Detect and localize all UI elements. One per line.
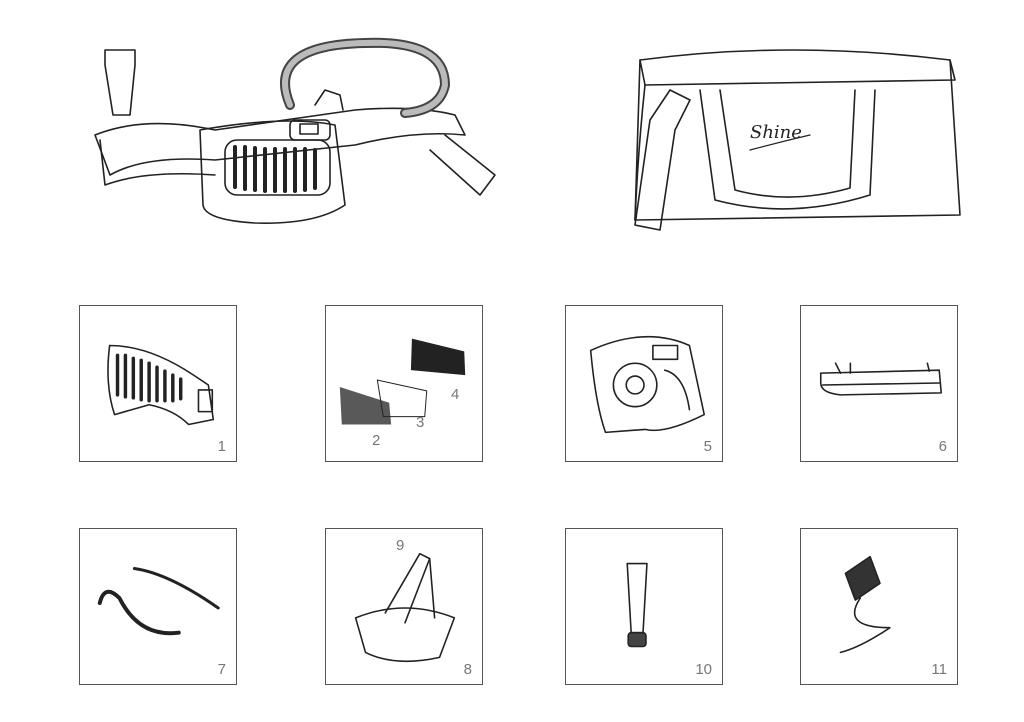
part-box-11: 11 bbox=[800, 528, 958, 685]
part-number-3: 3 bbox=[416, 414, 425, 431]
blower-unit-icon bbox=[589, 335, 706, 434]
grille-icon bbox=[224, 139, 331, 196]
part-box-2-3-4: 2 3 4 bbox=[325, 305, 483, 462]
respirator-belt-unit-illustration bbox=[94, 37, 496, 224]
part-box-1: 1 bbox=[79, 305, 237, 462]
bag-logo: Shine bbox=[750, 122, 802, 143]
part-number-6: 6 bbox=[938, 438, 947, 455]
battery-icon bbox=[819, 362, 942, 396]
part-number-11: 11 bbox=[931, 661, 947, 678]
part-box-6: 6 bbox=[800, 305, 958, 462]
part-box-7: 7 bbox=[79, 528, 237, 685]
hose-and-strap-icon bbox=[97, 567, 220, 636]
cover-icon bbox=[107, 344, 215, 426]
part-box-5: 5 bbox=[565, 305, 723, 462]
part-number-7: 7 bbox=[217, 661, 226, 678]
part-box-10: 10 bbox=[565, 528, 723, 685]
part-number-10: 10 bbox=[695, 661, 712, 678]
part-number-8: 8 bbox=[463, 661, 472, 678]
part-box-8-9: 9 8 bbox=[325, 528, 483, 685]
part-number-9: 9 bbox=[396, 537, 405, 554]
part-number-4: 4 bbox=[451, 386, 460, 403]
part-number-5: 5 bbox=[703, 438, 712, 455]
part-number-1: 1 bbox=[217, 438, 226, 455]
charger-icon bbox=[839, 555, 891, 654]
carry-bag-illustration: Shine bbox=[634, 49, 961, 231]
part-number-2: 2 bbox=[372, 432, 381, 449]
harness-icon bbox=[354, 552, 456, 663]
filter-set-icon bbox=[339, 338, 466, 425]
airflow-indicator-icon bbox=[626, 562, 648, 648]
